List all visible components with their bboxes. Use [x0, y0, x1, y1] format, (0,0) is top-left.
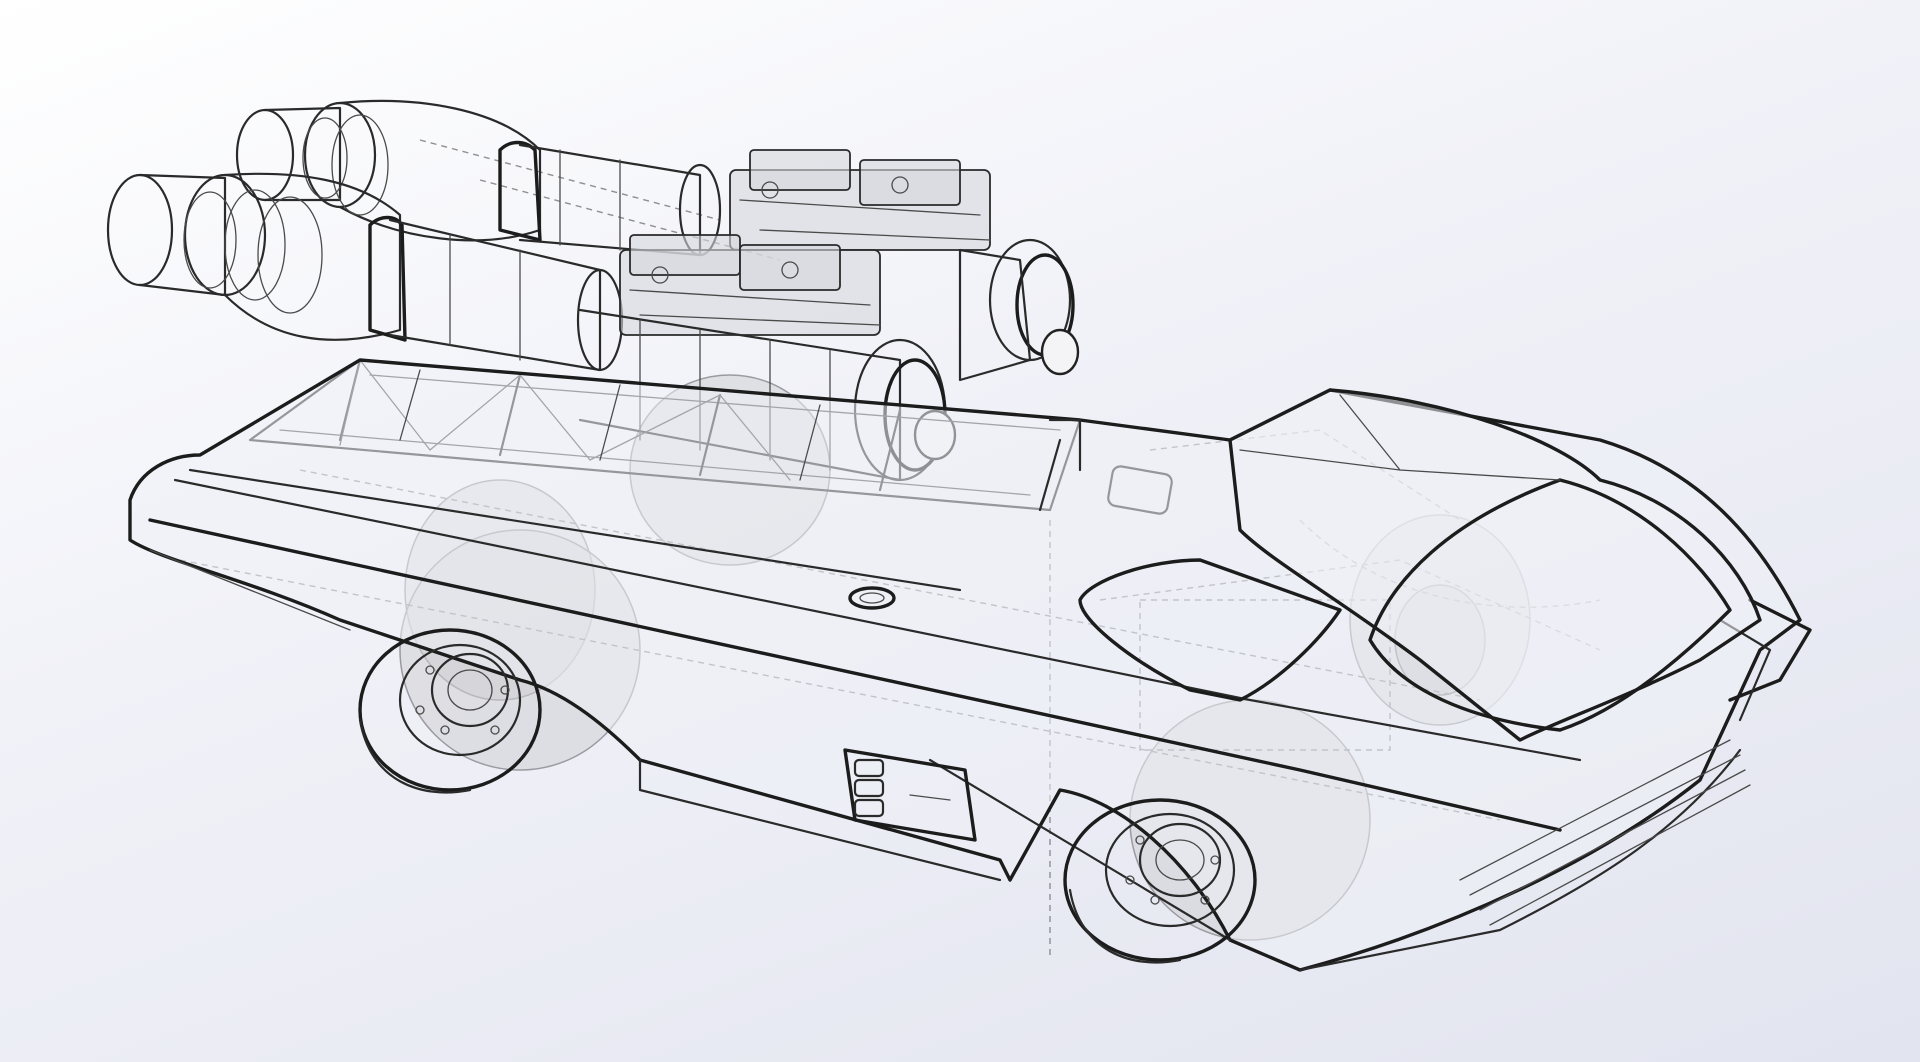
deck-struts — [399, 369, 1082, 512]
engine-block-upper[interactable] — [729, 149, 1080, 382]
jet-engine-upper[interactable] — [235, 99, 722, 257]
cabin-canopy[interactable] — [1078, 388, 1762, 742]
front-wheel[interactable] — [1063, 798, 1257, 964]
side-intake-vent[interactable] — [843, 748, 977, 842]
rear-wheel[interactable] — [358, 628, 542, 794]
fuel-cap[interactable] — [848, 586, 896, 610]
jet-engine-lower[interactable] — [106, 172, 624, 372]
